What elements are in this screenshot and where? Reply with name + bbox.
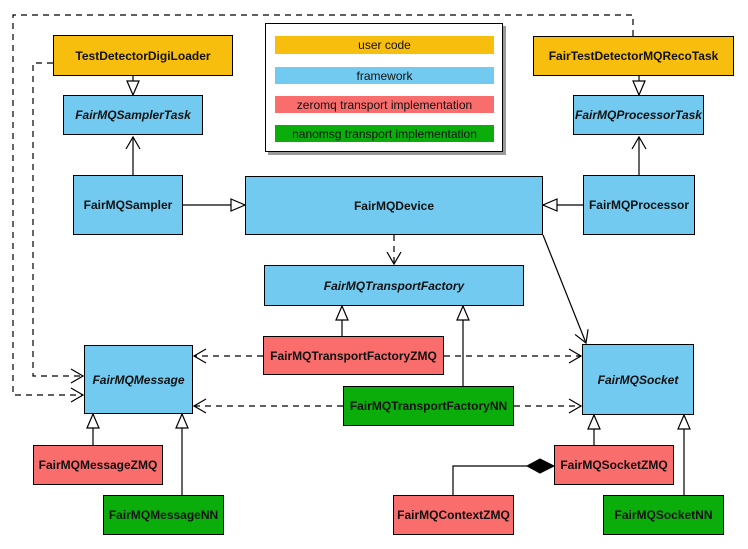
edge-association-device-socket bbox=[542, 234, 589, 345]
class-box-fairmqmessagezmq: FairMQMessageZMQ bbox=[33, 445, 163, 485]
class-name: FairMQMessageZMQ bbox=[38, 458, 158, 472]
class-box-fairmqsamplertask: FairMQSamplerTask bbox=[63, 95, 203, 135]
class-box-fairmqtransportfactory: FairMQTransportFactory bbox=[264, 265, 524, 306]
class-box-fairmqmessage: FairMQMessage bbox=[84, 345, 193, 414]
class-name: FairMQTransportFactoryZMQ bbox=[270, 348, 437, 363]
class-box-fairmqprocessortask: FairMQProcessorTask bbox=[573, 95, 704, 135]
class-name: FairMQMessage bbox=[92, 372, 185, 387]
class-name: FairMQDevice bbox=[353, 198, 435, 213]
class-name: FairMQSocket bbox=[597, 372, 679, 387]
class-box-fairtestdetectormqrecotask: FairTestDetectorMQRecoTask bbox=[533, 36, 734, 76]
class-name: FairMQMessageNN bbox=[108, 508, 219, 522]
class-box-fairmqsocketnn: FairMQSocketNN bbox=[603, 495, 724, 535]
class-box-fairmqprocessor: FairMQProcessor bbox=[583, 175, 695, 235]
legend-label: nanomsg transport implementation bbox=[292, 126, 477, 141]
legend-label: user code bbox=[358, 38, 411, 52]
class-box-fairmqdevice: FairMQDevice bbox=[245, 176, 543, 235]
legend-item-nanomsg: nanomsg transport implementation bbox=[275, 125, 494, 142]
legend-label: framework bbox=[356, 68, 413, 83]
edge-dependency-recotask-message bbox=[12, 14, 634, 403]
class-box-testdetectordigiloader: TestDetectorDigiLoader bbox=[53, 35, 233, 76]
class-name: FairMQSamplerTask bbox=[75, 108, 191, 122]
class-name: FairMQTransportFactory bbox=[323, 278, 465, 293]
class-name: FairMQProcessorTask bbox=[575, 108, 702, 122]
legend: user code framework zeromq transport imp… bbox=[265, 23, 503, 152]
class-name: FairTestDetectorMQRecoTask bbox=[548, 49, 719, 63]
class-name: FairMQContextZMQ bbox=[397, 508, 510, 522]
class-name: TestDetectorDigiLoader bbox=[75, 48, 211, 63]
class-box-fairmqsampler: FairMQSampler bbox=[73, 175, 183, 235]
class-box-fairmqmessagenn: FairMQMessageNN bbox=[103, 495, 224, 535]
class-box-fairmqsocket: FairMQSocket bbox=[582, 344, 694, 415]
class-name: FairMQSocketZMQ bbox=[560, 458, 668, 472]
class-box-fairmqsocketzmq: FairMQSocketZMQ bbox=[554, 445, 674, 485]
class-name: FairMQTransportFactoryNN bbox=[349, 399, 508, 413]
legend-item-framework: framework bbox=[275, 67, 494, 84]
composition-diamond bbox=[525, 458, 556, 474]
class-box-fairmqtransportfactorynn: FairMQTransportFactoryNN bbox=[343, 386, 514, 426]
class-name: FairMQSampler bbox=[83, 198, 173, 212]
legend-item-zeromq: zeromq transport implementation bbox=[275, 96, 494, 113]
legend-label: zeromq transport implementation bbox=[296, 97, 473, 112]
class-name: FairMQSocketNN bbox=[614, 508, 713, 522]
legend-item-user-code: user code bbox=[275, 36, 494, 54]
edge-dependency-digiloader-message bbox=[32, 62, 85, 384]
class-box-fairmqcontextzmq: FairMQContextZMQ bbox=[393, 495, 514, 535]
class-name: FairMQProcessor bbox=[588, 198, 690, 212]
edge-composition-contextzmq-socketzmq bbox=[452, 465, 527, 495]
class-box-fairmqtransportfactoryzmq: FairMQTransportFactoryZMQ bbox=[263, 336, 444, 375]
